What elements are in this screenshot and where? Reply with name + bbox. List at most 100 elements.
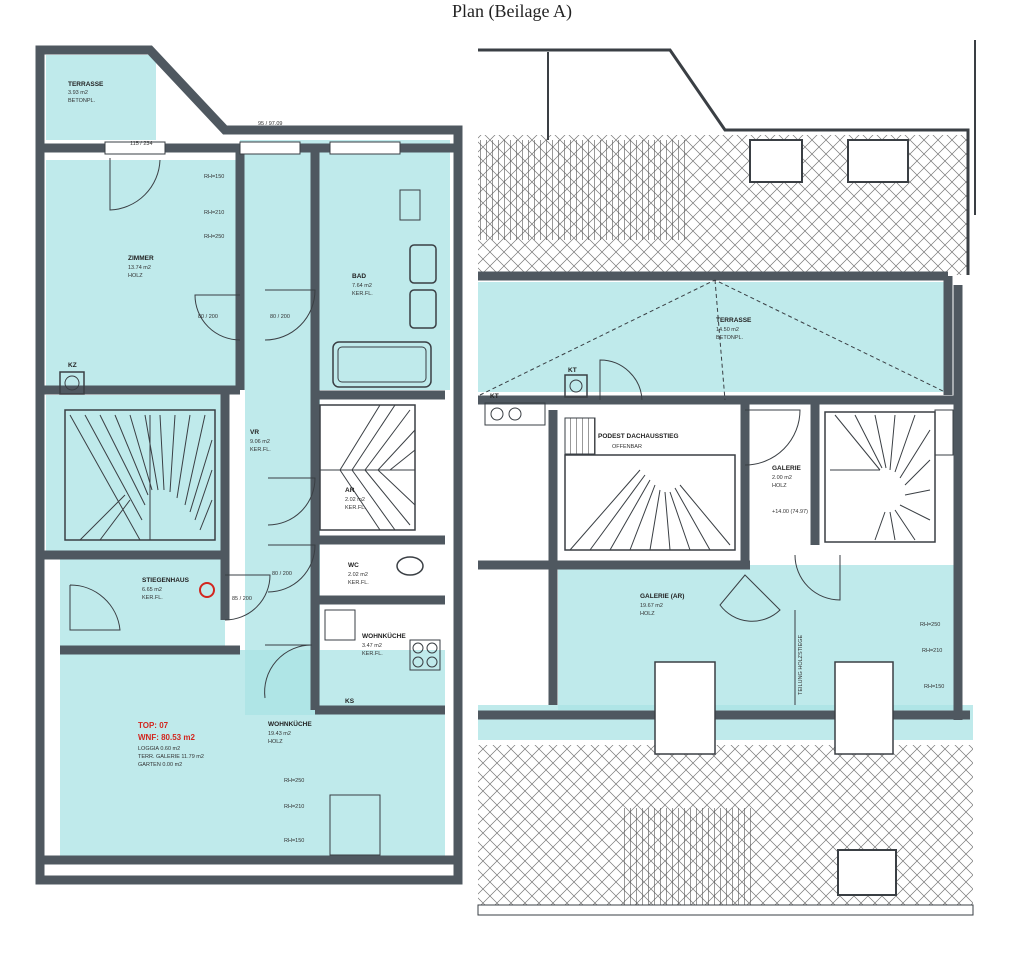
bathtub-icon [332,341,432,388]
label-rh-living-3: RH=150 [284,838,304,844]
label-ar-floor: KER.FL. [345,505,366,511]
label-door-wc: 80 / 200 [272,571,292,577]
summary-loggia: LOGGIA 0.60 m2 [138,746,180,752]
label-wohnkueche-name: WOHNKÜCHE [268,719,312,728]
label-bad-area: 7.64 m2 [352,283,372,289]
label-rh-living-1: RH=250 [284,778,304,784]
door-galerie-ar-2 [794,554,841,601]
door-zimmer [194,294,241,341]
label-terrasse-name: TERRASSE [68,81,104,88]
right-bottom-edge [477,904,974,916]
stair-middle [319,404,416,531]
label-podest-name: PODEST DACHAUSSTIEG [598,433,679,440]
label-terrasse-right-area: 14.50 m2 [716,327,739,333]
summary-terr-galerie: TERR. GALERIE 11.79 m2 [138,754,204,760]
label-wohnkueche-small-area: 3.47 m2 [362,643,382,649]
label-wc-name: WC [348,562,359,569]
chimney-1-icon [490,407,504,421]
skylight-2 [847,139,909,183]
door-terrasse [109,158,161,211]
stair-left [64,409,216,541]
sink-2-icon [409,289,437,329]
label-ar-name: AR [345,487,355,494]
label-rh-right-1: RH=250 [920,622,940,628]
door-kitchen [264,644,313,699]
door-galerie-small [744,409,801,466]
label-vr-floor: KER.FL. [250,447,271,453]
label-rh-living-2: RH=210 [284,804,304,810]
window-living [329,794,381,856]
highlight-terrasse-right [478,282,948,392]
label-zimmer-floor: HOLZ [128,273,143,279]
label-galerie-ar-floor: HOLZ [640,611,655,617]
chimney-2-icon [508,407,522,421]
highlight-band [478,705,973,740]
door-wc [267,544,316,593]
page-title: Plan (Beilage A) [452,1,572,21]
label-rh-right-2: RH=210 [922,648,942,654]
label-galerie-small-name: GALERIE [772,465,802,472]
stair-right-1 [564,417,736,551]
label-kz: KZ [68,362,77,369]
right-outline-north [478,48,970,275]
roof-panel-south [620,808,755,908]
label-door-zimmer: 80 / 200 [198,314,218,320]
label-galerie-ar-name: GALERIE (AR) [640,593,684,600]
outlet-column-icon [934,409,954,456]
label-rh-right-3: RH=150 [924,684,944,690]
door-terrace-right [599,359,643,401]
label-stiegenhaus-name: STIEGENHAUS [142,577,190,584]
label-rh-zimmer-1: RH=150 [204,174,224,180]
label-stiegenhaus-floor: KER.FL. [142,595,163,601]
label-terrasse-area: 3.93 m2 [68,90,88,96]
skylight-1 [749,139,803,183]
label-door-bad: 80 / 200 [270,314,290,320]
highlight-stair [46,395,226,555]
label-galerie-small-floor: HOLZ [772,483,787,489]
labels-left: TERRASSE 3.93 m2 BETONPL. ZIMMER 13.74 m… [68,81,406,844]
label-level: +14.00 (74.97) [772,509,808,515]
window-bad [329,141,401,155]
label-galerie-ar-area: 19.67 m2 [640,603,663,609]
label-wohnkueche-floor: HOLZ [268,739,283,745]
label-wohnkueche-small-name: WOHNKÜCHE [362,631,406,640]
roof-panel-north [478,140,690,240]
label-zimmer-name: ZIMMER [128,255,154,262]
label-ar-area: 2.02 m2 [345,497,365,503]
summary-wnf: WNF: 80.53 m2 [138,733,195,742]
window-zimmer [104,141,166,155]
right-plan [477,40,976,916]
summary-garten: GARTEN 0.00 m2 [138,762,182,768]
label-window-115: 115 / 234 [130,141,153,147]
kitchen-sink-icon [324,609,356,641]
highlight-wohnkueche [60,650,445,860]
highlight-stiegenhaus [60,555,225,650]
label-vr-area: 9.06 m2 [250,439,270,445]
highlight-galerie-ar [558,565,958,710]
label-wc-area: 2.02 m2 [348,572,368,578]
summary-top: TOP: 07 [138,721,169,730]
label-galerie-small-area: 2.00 m2 [772,475,792,481]
door-galerie-ar [719,574,781,622]
toilet-icon [396,556,424,576]
marker-circle-icon [199,582,215,598]
label-podest-sub: OFFENBAR [612,444,642,450]
label-rh-zimmer-3: RH=250 [204,234,224,240]
label-bad-floor: KER.FL. [352,291,373,297]
stove-icon [409,639,441,671]
label-terrasse-right-floor: BETONPL. [716,335,744,341]
chimney-kt-icon [564,374,588,398]
label-window-95: 95 / 97.09 [258,121,282,127]
chimney-kz-icon [59,371,85,395]
bathtub-inner-icon [337,346,427,383]
left-outer-wall [35,45,463,885]
door-stiegenhaus [224,574,271,621]
label-vr-name: VR [250,429,259,436]
chimney-kz-circle-icon [64,375,80,391]
highlight-bad [240,140,450,390]
door-bad [264,289,316,341]
label-bad-name: BAD [352,273,366,280]
left-plan [35,45,463,885]
skylight-5 [837,849,897,896]
